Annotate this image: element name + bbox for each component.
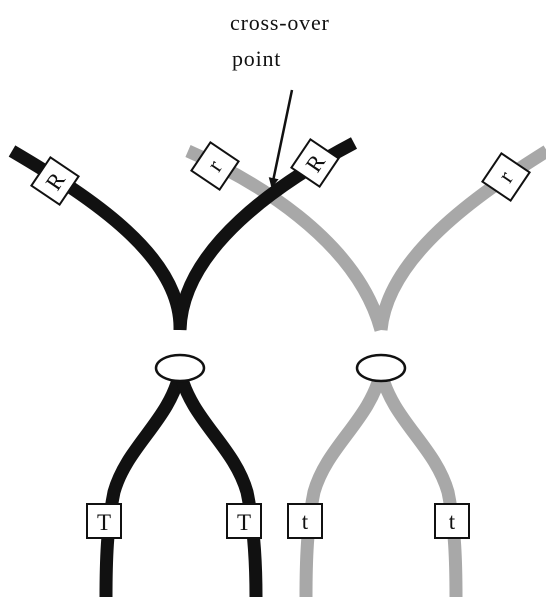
marker-R-left-box (30, 156, 80, 206)
marker-T-left: T (86, 503, 122, 539)
marker-T-left-label: T (97, 510, 111, 535)
marker-T-left-box (86, 503, 122, 539)
light-chromatid-left-lower (299, 370, 388, 598)
marker-r-right: r (481, 152, 531, 202)
marker-t-left-label: t (302, 509, 309, 534)
marker-T-right-label: T (237, 510, 251, 535)
annotation-line-1: cross-over (230, 10, 330, 35)
crossover-annotation: cross-over point (230, 10, 330, 188)
marker-r-left-box (190, 141, 240, 191)
dark-chromatid-right-lower (173, 370, 263, 598)
marker-t-right-box (434, 503, 470, 539)
marker-T-right-box (226, 503, 262, 539)
marker-T-right: T (226, 503, 262, 539)
marker-R-right: R (290, 138, 340, 188)
dark-chromatid-left-lower (99, 370, 187, 598)
marker-t-right: t (434, 503, 470, 539)
marker-R-left: R (30, 156, 80, 206)
marker-t-left: t (287, 503, 323, 539)
marker-r-left: r (190, 141, 240, 191)
light-chromatid-right-lower (374, 370, 463, 598)
crossover-arrow (268, 89, 294, 188)
right-centromere (355, 353, 407, 383)
annotation-line-2: point (232, 46, 281, 71)
marker-r-right-box (481, 152, 531, 202)
marker-t-left-box (287, 503, 323, 539)
marker-t-right-label: t (449, 509, 456, 534)
left-centromere (154, 353, 206, 383)
marker-R-right-box (290, 138, 340, 188)
